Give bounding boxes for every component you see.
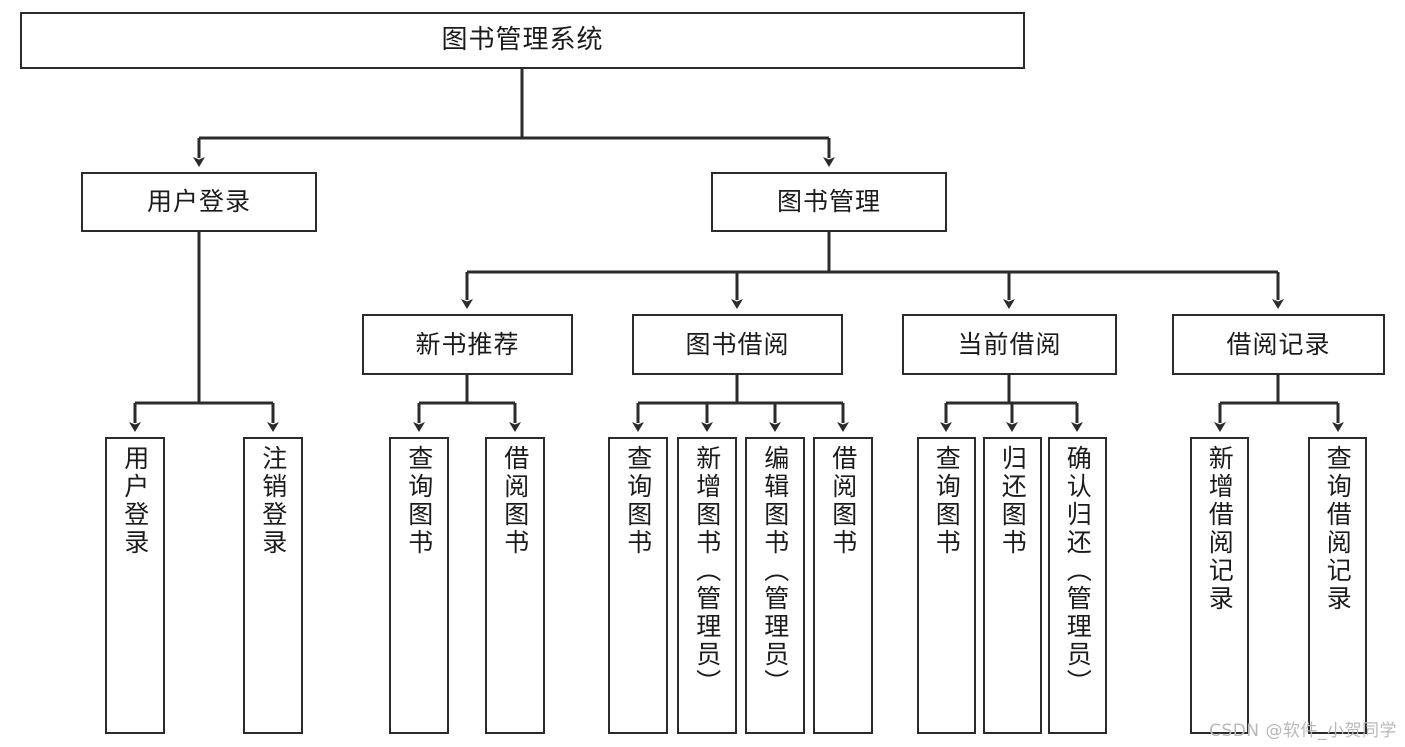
node-label-book-manage: 图书管理 bbox=[776, 187, 881, 217]
node-label-book-borrow: 图书借阅 bbox=[685, 329, 790, 359]
node-leaf-add-book[interactable]: 新增图书（管理员） bbox=[677, 437, 737, 734]
node-leaf-logout[interactable]: 注销登录 bbox=[243, 437, 303, 734]
node-leaf-add-record[interactable]: 新增借阅记录 bbox=[1190, 437, 1249, 734]
node-label-leaf-confirm-return: 确认归还（管理员） bbox=[1063, 445, 1093, 697]
node-label-leaf-user-login: 用户登录 bbox=[120, 445, 150, 557]
node-label-root: 图书管理系统 bbox=[441, 25, 604, 56]
node-new-book-rec[interactable]: 新书推荐 bbox=[362, 314, 573, 375]
node-label-leaf-edit-book: 编辑图书（管理员） bbox=[760, 445, 790, 697]
csdn-watermark: CSDN @软件_小贺同学 bbox=[1209, 721, 1397, 741]
node-leaf-borrow-book-1[interactable]: 借阅图书 bbox=[485, 437, 545, 734]
node-label-leaf-logout: 注销登录 bbox=[258, 445, 288, 557]
node-label-leaf-query-book-1: 查询图书 bbox=[404, 445, 434, 557]
node-leaf-confirm-return[interactable]: 确认归还（管理员） bbox=[1048, 437, 1107, 734]
node-label-leaf-return-book: 归还图书 bbox=[998, 445, 1028, 557]
node-user-login[interactable]: 用户登录 bbox=[81, 172, 317, 232]
node-leaf-query-book-3[interactable]: 查询图书 bbox=[917, 437, 976, 734]
node-label-leaf-add-book: 新增图书（管理员） bbox=[692, 445, 722, 697]
node-label-user-login: 用户登录 bbox=[146, 187, 251, 217]
node-leaf-query-book-1[interactable]: 查询图书 bbox=[389, 437, 449, 734]
node-borrow-record[interactable]: 借阅记录 bbox=[1172, 314, 1385, 375]
node-book-borrow[interactable]: 图书借阅 bbox=[632, 314, 843, 375]
node-leaf-user-login[interactable]: 用户登录 bbox=[105, 437, 165, 734]
node-label-leaf-borrow-book-1: 借阅图书 bbox=[500, 445, 530, 557]
node-leaf-query-record[interactable]: 查询借阅记录 bbox=[1308, 437, 1367, 734]
node-leaf-return-book[interactable]: 归还图书 bbox=[983, 437, 1042, 734]
node-label-leaf-borrow-book-2: 借阅图书 bbox=[828, 445, 858, 557]
node-leaf-query-book-2[interactable]: 查询图书 bbox=[608, 437, 668, 734]
node-label-leaf-add-record: 新增借阅记录 bbox=[1205, 445, 1235, 613]
node-label-leaf-query-record: 查询借阅记录 bbox=[1323, 445, 1353, 613]
node-book-manage[interactable]: 图书管理 bbox=[711, 172, 947, 232]
node-leaf-edit-book[interactable]: 编辑图书（管理员） bbox=[745, 437, 805, 734]
node-label-leaf-query-book-3: 查询图书 bbox=[932, 445, 962, 557]
node-root[interactable]: 图书管理系统 bbox=[20, 12, 1025, 69]
node-label-current-borrow: 当前借阅 bbox=[957, 329, 1062, 359]
node-current-borrow[interactable]: 当前借阅 bbox=[902, 314, 1117, 375]
node-label-leaf-query-book-2: 查询图书 bbox=[623, 445, 653, 557]
node-leaf-borrow-book-2[interactable]: 借阅图书 bbox=[813, 437, 873, 734]
node-label-new-book-rec: 新书推荐 bbox=[415, 329, 520, 359]
node-label-borrow-record: 借阅记录 bbox=[1226, 329, 1331, 359]
